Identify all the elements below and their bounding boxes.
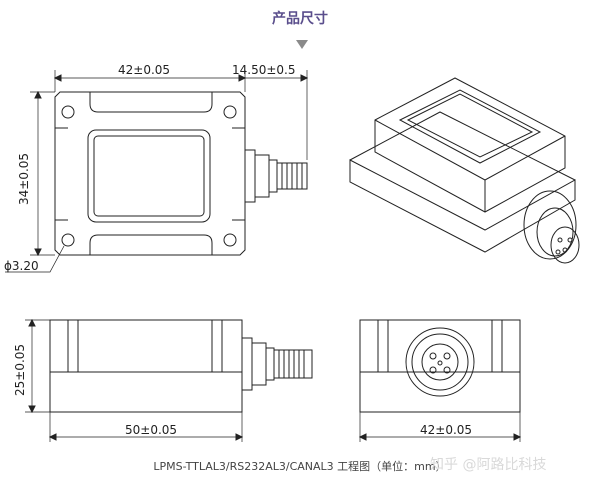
drawing-caption: LPMS-TTLAL3/RS232AL3/CANAL3 工程图（单位：mm） (153, 460, 447, 473)
down-arrow-icon (296, 40, 308, 49)
isometric-view (349, 77, 580, 264)
top-view (5, 70, 309, 273)
mounting-hole (223, 105, 237, 119)
front-width-dimension: 42±0.05 (420, 423, 472, 437)
top-width-dimension: 42±0.05 (118, 63, 170, 77)
front-view (358, 319, 522, 442)
hole-diameter-dimension: ϕ3.20 (4, 259, 39, 273)
side-height-dimension: 25±0.05 (13, 344, 27, 396)
connector-length-dimension: 14.50±0.5 (232, 63, 296, 77)
side-width-dimension: 50±0.05 (125, 423, 177, 437)
mounting-hole (61, 105, 75, 119)
mounting-hole (61, 233, 75, 247)
mounting-hole (223, 233, 237, 247)
side-view (25, 318, 313, 442)
top-height-dimension: 34±0.05 (17, 153, 31, 205)
product-dimensions-title: 产品尺寸 (272, 11, 328, 27)
watermark: 知乎 @阿路比科技 (430, 457, 547, 473)
